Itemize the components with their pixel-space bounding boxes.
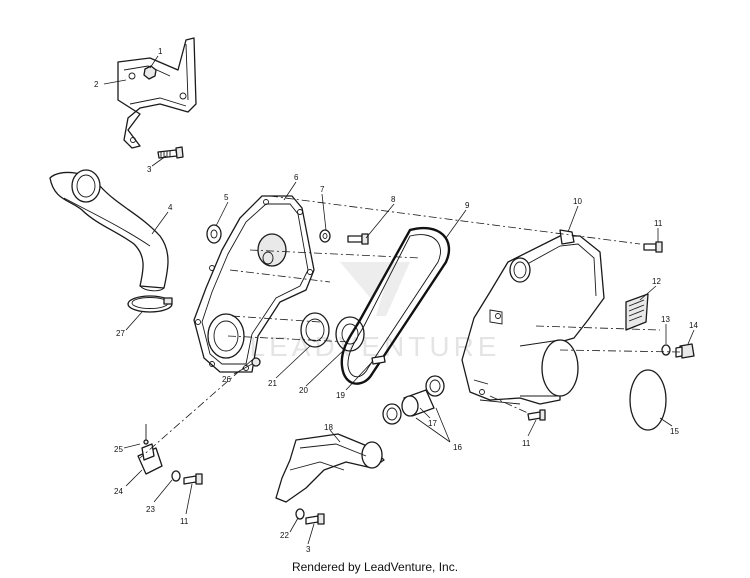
callout-11: 11 — [654, 219, 663, 228]
cover-bolt-lower — [527, 409, 546, 421]
mounting-bracket — [117, 37, 197, 149]
callout-27: 27 — [116, 329, 125, 338]
callout-23: 23 — [146, 505, 155, 514]
footer-credit: Rendered by LeadVenture, Inc. — [291, 560, 459, 574]
callout-2: 2 — [94, 80, 99, 89]
callout-7: 7 — [320, 185, 325, 194]
cover-bolt — [347, 233, 369, 245]
small-bracket — [137, 443, 163, 475]
warning-label — [625, 293, 649, 331]
washer-13 — [661, 344, 671, 356]
drain-plug — [675, 343, 695, 359]
callout-10: 10 — [573, 197, 582, 206]
callout-11-bracket: 11 — [180, 517, 189, 526]
callout-8: 8 — [391, 195, 396, 204]
callout-18: 18 — [324, 423, 333, 432]
callout-22: 22 — [280, 531, 289, 540]
hose-clamp — [127, 295, 173, 313]
callout-3: 3 — [147, 165, 152, 174]
lower-duct — [275, 433, 385, 503]
cover-screw — [251, 357, 261, 367]
callout-4: 4 — [168, 203, 173, 212]
callout-15: 15 — [670, 427, 679, 436]
callout-13: 13 — [661, 315, 670, 324]
bracket-bolt — [157, 146, 184, 159]
callout-17: 17 — [428, 419, 437, 428]
callout-26: 26 — [222, 375, 231, 384]
callout-11-lower: 11 — [522, 439, 531, 448]
cover-bolt-right — [643, 241, 663, 253]
callout-labels: 1 2 3 4 5 6 7 8 9 10 11 12 13 14 15 16 1… — [94, 47, 698, 554]
drive-belt — [340, 227, 451, 385]
callout-24: 24 — [114, 487, 123, 496]
callout-3-duct: 3 — [306, 545, 311, 554]
duct-bolt — [305, 513, 325, 525]
callout-6: 6 — [294, 173, 299, 182]
washer-small — [319, 229, 331, 243]
spring-clip — [382, 403, 402, 425]
callout-21: 21 — [268, 379, 277, 388]
belt-bolt — [371, 355, 386, 365]
callout-14: 14 — [689, 321, 698, 330]
callout-20: 20 — [299, 386, 308, 395]
callout-5: 5 — [224, 193, 229, 202]
small-washer — [171, 470, 181, 482]
outer-cover — [461, 229, 605, 405]
callout-12: 12 — [652, 277, 661, 286]
gasket — [629, 369, 667, 431]
clutch-bushing — [401, 375, 445, 417]
intake-duct — [49, 169, 169, 292]
leader-lines — [103, 55, 695, 545]
duct-washer — [295, 508, 305, 520]
assembly-centerlines — [139, 195, 681, 459]
callout-1: 1 — [158, 47, 163, 56]
callout-9: 9 — [465, 201, 470, 210]
small-bolt — [183, 473, 203, 485]
pin — [143, 424, 149, 445]
callout-25: 25 — [114, 445, 123, 454]
seal — [300, 312, 330, 348]
inner-cover — [193, 195, 315, 373]
callout-16: 16 — [453, 443, 462, 452]
washer — [206, 224, 222, 244]
callout-19: 19 — [336, 391, 345, 400]
